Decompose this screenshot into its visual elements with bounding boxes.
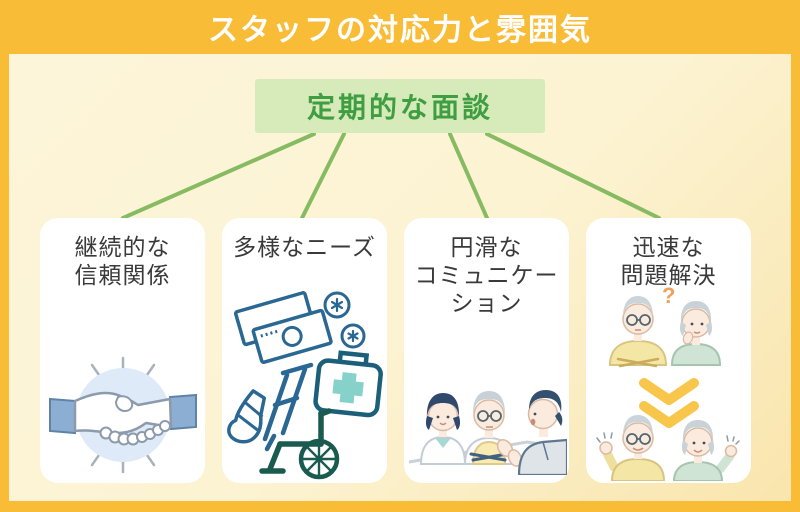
handshake-illustration [48,356,197,474]
card-title: 迅速な 問題解決 [620,234,717,289]
couple-problem-to-solution-illustration: ? [595,283,740,481]
banknotes-icon [233,291,333,364]
card-title: 多様なニーズ [233,234,376,260]
header-band: スタッフの対応力と雰囲気 [0,0,800,54]
medical-cross-icon [331,372,364,404]
chevron-down-icon [638,378,699,428]
worried-couple: ? [608,283,721,368]
card-title: 円滑な コミュニケー ション [414,234,559,317]
wheelchair-wheel-icon [298,438,339,480]
card-title: 継続的な 信頼関係 [74,234,171,289]
glasses-icon [476,410,502,422]
page-title: スタッフの対応力と雰囲気 [208,14,592,47]
crutch-icon [262,362,313,452]
handshake-icon [48,391,197,446]
happy-couple [595,415,740,481]
root-topic-box: 定期的な面談 [255,79,545,133]
sun-rays-icon [90,356,155,474]
glasses-icon [625,314,651,326]
wheelchair-icon [258,408,332,474]
root-topic-label: 定期的な面談 [306,92,493,123]
card-diverse-needs: 多様なニーズ [222,218,387,483]
first-aid-kit-icon [312,350,383,418]
staff-man-figure [496,390,567,475]
leg-cast-icon [226,389,266,444]
card-quick-resolution: 迅速な 問題解決 ? [586,218,751,483]
card-continuous-trust: 継続的な 信頼関係 [40,218,205,483]
woman-figure [419,393,466,465]
glasses-icon [625,433,651,445]
money-and-medical-items-illustration [226,291,383,480]
question-mark: ? [662,283,675,308]
card-smooth-communication: 円滑な コミュニケー ション [404,218,569,483]
three-people-talking-illustration [408,390,567,475]
